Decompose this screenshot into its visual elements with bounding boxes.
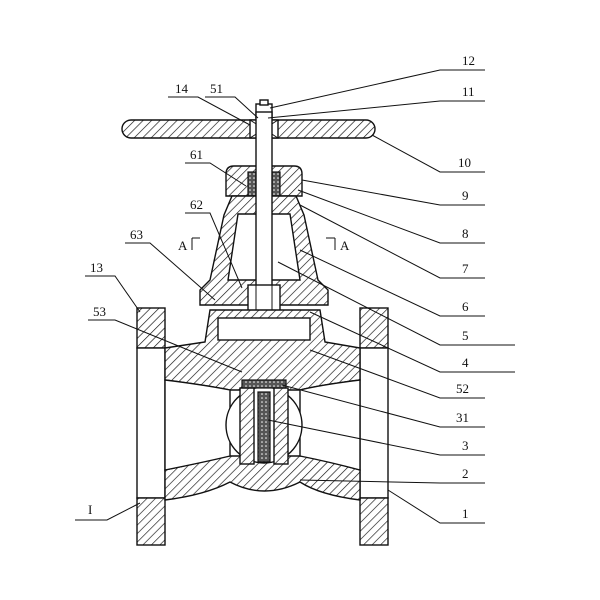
callout-12: 12 xyxy=(462,53,475,68)
callout-14: 14 xyxy=(175,81,189,96)
valve-disc xyxy=(225,379,303,465)
callout-52: 52 xyxy=(456,381,469,396)
callout-3: 3 xyxy=(462,438,469,453)
callout-2: 2 xyxy=(462,466,469,481)
callout-53: 53 xyxy=(93,304,106,319)
callout-31: 31 xyxy=(456,410,469,425)
callout-I: I xyxy=(88,502,92,517)
svg-text:A: A xyxy=(340,238,350,253)
right-callouts: 12 11 10 9 8 7 6 5 4 52 31 3 2 1 xyxy=(267,53,515,524)
callout-4: 4 xyxy=(462,355,469,370)
handwheel xyxy=(121,119,376,139)
callout-8: 8 xyxy=(462,226,469,241)
callout-11: 11 xyxy=(462,84,475,99)
callout-1: 1 xyxy=(462,506,469,521)
valve-body xyxy=(136,307,389,546)
callout-5: 5 xyxy=(462,328,469,343)
callout-9: 9 xyxy=(462,188,469,203)
section-mark-left: A xyxy=(178,237,200,253)
callout-7: 7 xyxy=(462,261,469,276)
callout-51: 51 xyxy=(210,81,223,96)
left-callouts: 14 51 61 62 63 13 53 I xyxy=(75,81,259,521)
callout-63: 63 xyxy=(130,227,143,242)
callout-6: 6 xyxy=(462,299,469,314)
section-mark-right: A xyxy=(326,237,350,253)
callout-10: 10 xyxy=(458,155,471,170)
callout-13: 13 xyxy=(90,260,103,275)
callout-61: 61 xyxy=(190,147,203,162)
callout-62: 62 xyxy=(190,197,203,212)
svg-text:A: A xyxy=(178,238,188,253)
